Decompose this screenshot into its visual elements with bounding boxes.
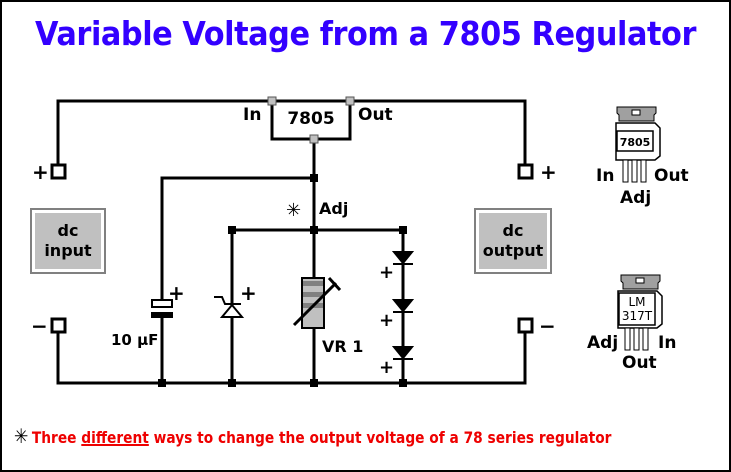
diode-3 (391, 346, 415, 360)
capacitor-10uf[interactable] (151, 299, 173, 318)
regulator-label: 7805 (287, 109, 334, 129)
junction-dot (158, 379, 166, 387)
junction-dot (310, 379, 318, 387)
input-minus-sign: − (31, 314, 48, 338)
input-plus-sign: + (32, 160, 49, 184)
input-plus-terminal[interactable] (50, 163, 67, 180)
package-lm317t-pin-out: Out (622, 353, 657, 373)
regulator-7805[interactable]: 7805 (267, 96, 355, 144)
diode-2-polarity: + (379, 310, 394, 331)
diode-string[interactable] (391, 251, 415, 360)
regulator-pin-adj (309, 134, 319, 144)
adj-asterisk-icon: ✳ (286, 200, 301, 221)
potentiometer-label: VR 1 (322, 337, 363, 356)
diode-1 (391, 251, 415, 265)
package-7805-icon: 7805 (615, 106, 661, 183)
dc-input-line2: input (44, 241, 92, 260)
junction-dot (310, 226, 318, 234)
package-lm317t-icon: LM 317T (617, 274, 663, 351)
junction-dot (228, 226, 236, 234)
regulator-out-label: Out (358, 105, 393, 125)
zener-polarity: + (240, 281, 257, 305)
package-lm317t-label-1: LM (628, 295, 645, 309)
zener-diode[interactable] (214, 296, 245, 318)
regulator-in-label: In (243, 105, 261, 125)
regulator-pin-out (345, 96, 355, 106)
dc-input-line1: dc (57, 221, 79, 240)
output-minus-sign: − (539, 314, 556, 338)
dc-input-box: dc input (30, 208, 106, 274)
package-7805-pin-adj: Adj (620, 188, 651, 208)
dc-output-line2: output (482, 241, 544, 260)
wire-ground (56, 332, 527, 385)
input-minus-terminal[interactable] (50, 317, 67, 334)
junction-dot (399, 226, 407, 234)
potentiometer-vr1[interactable] (292, 276, 342, 329)
page-title: Variable Voltage from a 7805 Regulator (35, 14, 696, 53)
capacitor-polarity: + (168, 281, 185, 305)
package-7805-pin-in: In (596, 166, 614, 186)
diode-1-polarity: + (379, 262, 394, 283)
wire-capacitor-top (160, 176, 314, 300)
package-lm317t-label-2: 317T (622, 309, 653, 323)
footer-suffix: ways to change the output voltage of a 7… (153, 428, 612, 447)
package-lm317t-pin-adj: Adj (587, 333, 618, 353)
output-plus-terminal[interactable] (517, 163, 534, 180)
package-lm317t-pin-in: In (658, 333, 676, 353)
dc-output-line1: dc (502, 221, 524, 240)
package-7805-label: 7805 (620, 136, 651, 149)
junction-dot (310, 174, 318, 182)
diode-3-polarity: + (379, 357, 394, 378)
dc-output-box: dc output (474, 208, 552, 274)
diode-2 (391, 299, 415, 313)
footer-asterisk-icon: ✳ (14, 424, 29, 448)
junction-dot (399, 379, 407, 387)
wire-input-top (56, 99, 272, 166)
capacitor-label: 10 µF (111, 331, 158, 349)
junction-dot (228, 379, 236, 387)
footer-emphasis: different (81, 428, 149, 447)
output-plus-sign: + (540, 160, 557, 184)
wire-output-top (350, 99, 527, 166)
footer-prefix: Three (31, 428, 77, 447)
junctions (158, 174, 407, 387)
regulator-pin-in (267, 96, 277, 106)
footer-note: ✳Three different ways to change the outp… (14, 424, 625, 448)
output-minus-terminal[interactable] (517, 317, 534, 334)
adj-label: Adj (319, 199, 348, 218)
package-7805-pin-out: Out (654, 166, 689, 186)
